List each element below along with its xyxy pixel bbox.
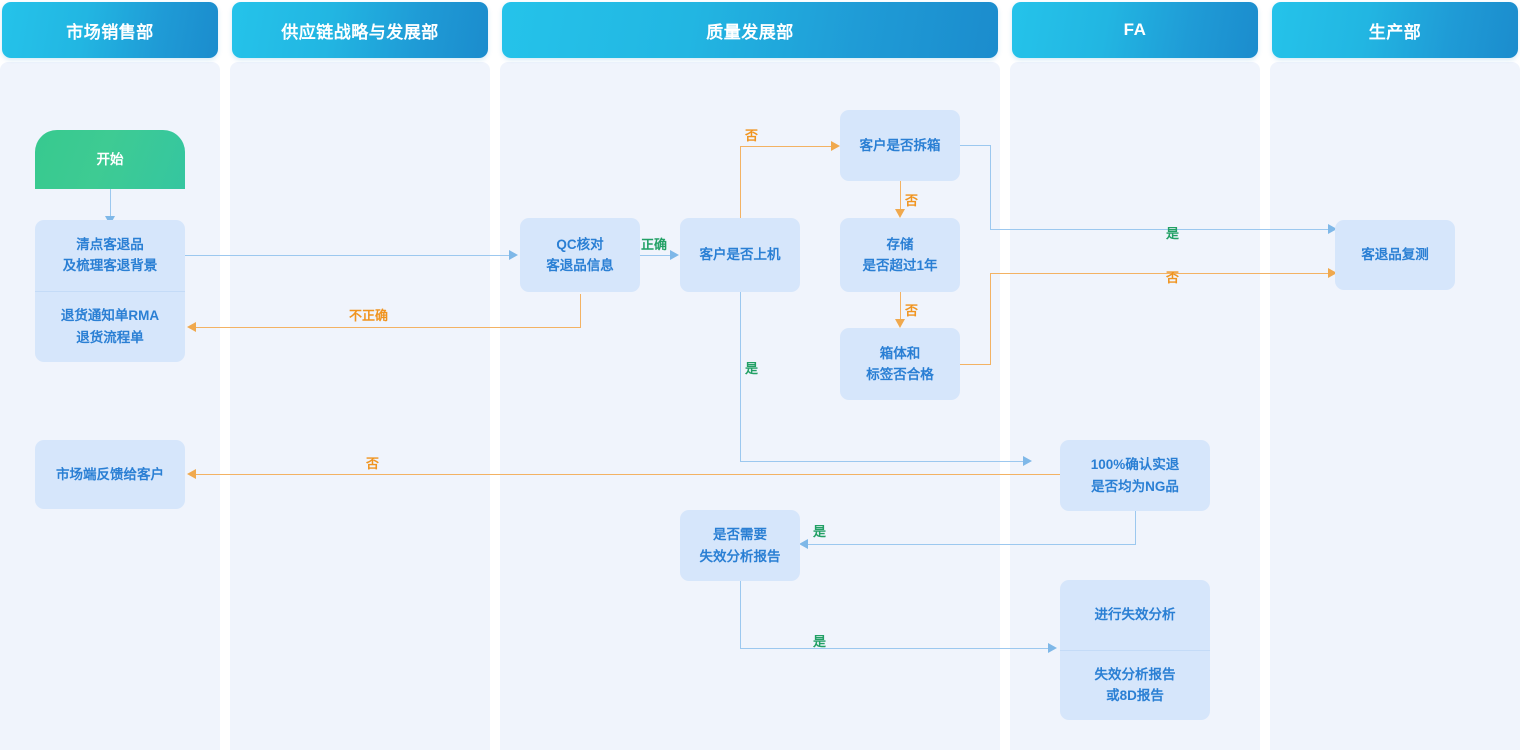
lane-header-fa[interactable]: FA — [1012, 2, 1258, 58]
edge-unboxed-yes-b — [990, 145, 991, 230]
lane-title-fa: FA — [1123, 20, 1147, 39]
arrowhead-onboard-no — [831, 140, 840, 151]
node-label-do-fa: 进行失效分析 — [1094, 607, 1176, 623]
edge-needreport-yes-left — [808, 544, 1136, 545]
arrowhead-boxlabel-no — [1328, 267, 1337, 278]
node-storage-over-1y[interactable]: 存储 是否超过1年 — [840, 218, 960, 292]
node-label-retest: 客退品复测 — [1361, 247, 1429, 263]
edge-label-boxlabel-no: 否 — [1166, 270, 1180, 285]
edge-unboxed-yes-c — [990, 229, 1332, 230]
node-label-customer-onboard: 客户是否上机 — [699, 247, 781, 263]
node-label-box-label-ok: 箱体和 标签否合格 — [866, 345, 934, 382]
edge-dofa-yes-down — [740, 581, 741, 649]
lane-title-market-sales: 市场销售部 — [66, 22, 154, 42]
node-confirm-ng[interactable]: 100%确认实退 是否均为NG品 — [1060, 440, 1210, 511]
node-box-label-ok[interactable]: 箱体和 标签否合格 — [840, 328, 960, 400]
edge-label-onboard-yes: 是 — [745, 361, 759, 376]
edge-confirmng-no — [196, 474, 1060, 475]
node-market-feedback[interactable]: 市场端反馈给客户 — [35, 440, 185, 509]
edge-onboard-yes-down — [740, 292, 741, 462]
edge-start-to-count — [110, 188, 111, 218]
edge-unboxed-yes-a — [960, 145, 991, 146]
arrowhead-confirmng-no — [187, 468, 196, 479]
node-qc-check[interactable]: QC核对 客退品信息 — [520, 218, 640, 292]
edge-label-storage-no: 否 — [905, 303, 919, 318]
lane-background-supply-chain — [230, 62, 490, 750]
edge-storage-no — [900, 291, 901, 321]
arrowhead-storage-no — [894, 319, 905, 328]
node-label-start: 开始 — [96, 151, 124, 167]
node-group-count-rma[interactable]: 清点客退品 及梳理客退背景 退货通知单RMA 退货流程单 — [35, 220, 185, 362]
lane-header-market-sales[interactable]: 市场销售部 — [2, 2, 218, 58]
edge-label-needreport-yes: 是 — [813, 524, 827, 539]
lane-header-supply-chain[interactable]: 供应链战略与发展部 — [232, 2, 488, 58]
arrowhead-count-to-qc — [509, 249, 518, 260]
node-label-need-fa-report: 是否需要 失效分析报告 — [699, 527, 781, 564]
lane-title-quality-dev: 质量发展部 — [706, 22, 794, 42]
edge-dofa-yes-right — [740, 648, 1052, 649]
edge-qc-incorrect-down — [580, 294, 581, 328]
edge-onboard-no-up — [740, 146, 741, 218]
arrowhead-unboxed-no — [894, 209, 905, 218]
edge-qc-incorrect-left — [196, 327, 581, 328]
node-label-rma-form: 退货通知单RMA 退货流程单 — [60, 308, 160, 345]
node-need-fa-report[interactable]: 是否需要 失效分析报告 — [680, 510, 800, 581]
edge-count-to-qc — [185, 255, 513, 256]
arrowhead-qc-incorrect — [187, 321, 196, 332]
edge-boxlabel-no-c — [990, 273, 1332, 274]
node-start[interactable]: 开始 — [35, 130, 185, 189]
edge-label-unboxed-yes: 是 — [1166, 226, 1180, 241]
edge-onboard-no-right — [740, 146, 834, 147]
edge-label-confirmng-no: 否 — [366, 456, 380, 471]
node-label-customer-unboxed: 客户是否拆箱 — [859, 137, 941, 153]
edge-qc-correct — [640, 255, 673, 256]
node-customer-onboard[interactable]: 客户是否上机 — [680, 218, 800, 292]
lane-header-production[interactable]: 生产部 — [1272, 2, 1518, 58]
edge-label-unboxed-no: 否 — [905, 193, 919, 208]
edge-label-onboard-no: 否 — [745, 128, 759, 143]
node-customer-unboxed[interactable]: 客户是否拆箱 — [840, 110, 960, 181]
node-do-fa[interactable]: 进行失效分析 — [1060, 580, 1210, 650]
edge-boxlabel-no-b — [990, 273, 991, 365]
node-retest[interactable]: 客退品复测 — [1335, 220, 1455, 290]
lane-background-production — [1270, 62, 1520, 750]
node-label-market-feedback: 市场端反馈给客户 — [56, 466, 164, 482]
edge-label-dofa-yes: 是 — [813, 634, 827, 649]
node-label-qc-check: QC核对 客退品信息 — [546, 236, 614, 273]
edge-unboxed-no — [900, 181, 901, 211]
node-rma-form[interactable]: 退货通知单RMA 退货流程单 — [35, 290, 185, 363]
arrowhead-needreport-yes — [799, 538, 808, 549]
arrowhead-onboard-yes — [1023, 455, 1032, 466]
lane-title-production: 生产部 — [1368, 22, 1422, 42]
node-label-storage-over-1y: 存储 是否超过1年 — [862, 236, 938, 273]
node-label-confirm-ng: 100%确认实退 是否均为NG品 — [1090, 457, 1180, 494]
arrowhead-dofa-yes — [1048, 642, 1057, 653]
node-count-returns[interactable]: 清点客退品 及梳理客退背景 — [35, 220, 185, 291]
edge-boxlabel-no-a — [960, 364, 991, 365]
node-group-fa[interactable]: 进行失效分析 失效分析报告 或8D报告 — [1060, 580, 1210, 720]
lane-header-quality-dev[interactable]: 质量发展部 — [502, 2, 998, 58]
edge-label-qc-correct: 正确 — [641, 237, 668, 252]
arrowhead-qc-correct — [670, 249, 679, 260]
arrowhead-unboxed-yes — [1328, 223, 1337, 234]
node-label-fa-report: 失效分析报告 或8D报告 — [1094, 666, 1176, 704]
edge-label-qc-incorrect: 不正确 — [349, 308, 389, 323]
lane-title-supply-chain: 供应链战略与发展部 — [281, 22, 439, 42]
edge-onboard-yes-right — [740, 461, 1027, 462]
edge-needreport-yes-down — [1135, 511, 1136, 545]
node-fa-report[interactable]: 失效分析报告 或8D报告 — [1060, 649, 1210, 721]
node-label-count-returns: 清点客退品 及梳理客退背景 — [62, 236, 158, 274]
